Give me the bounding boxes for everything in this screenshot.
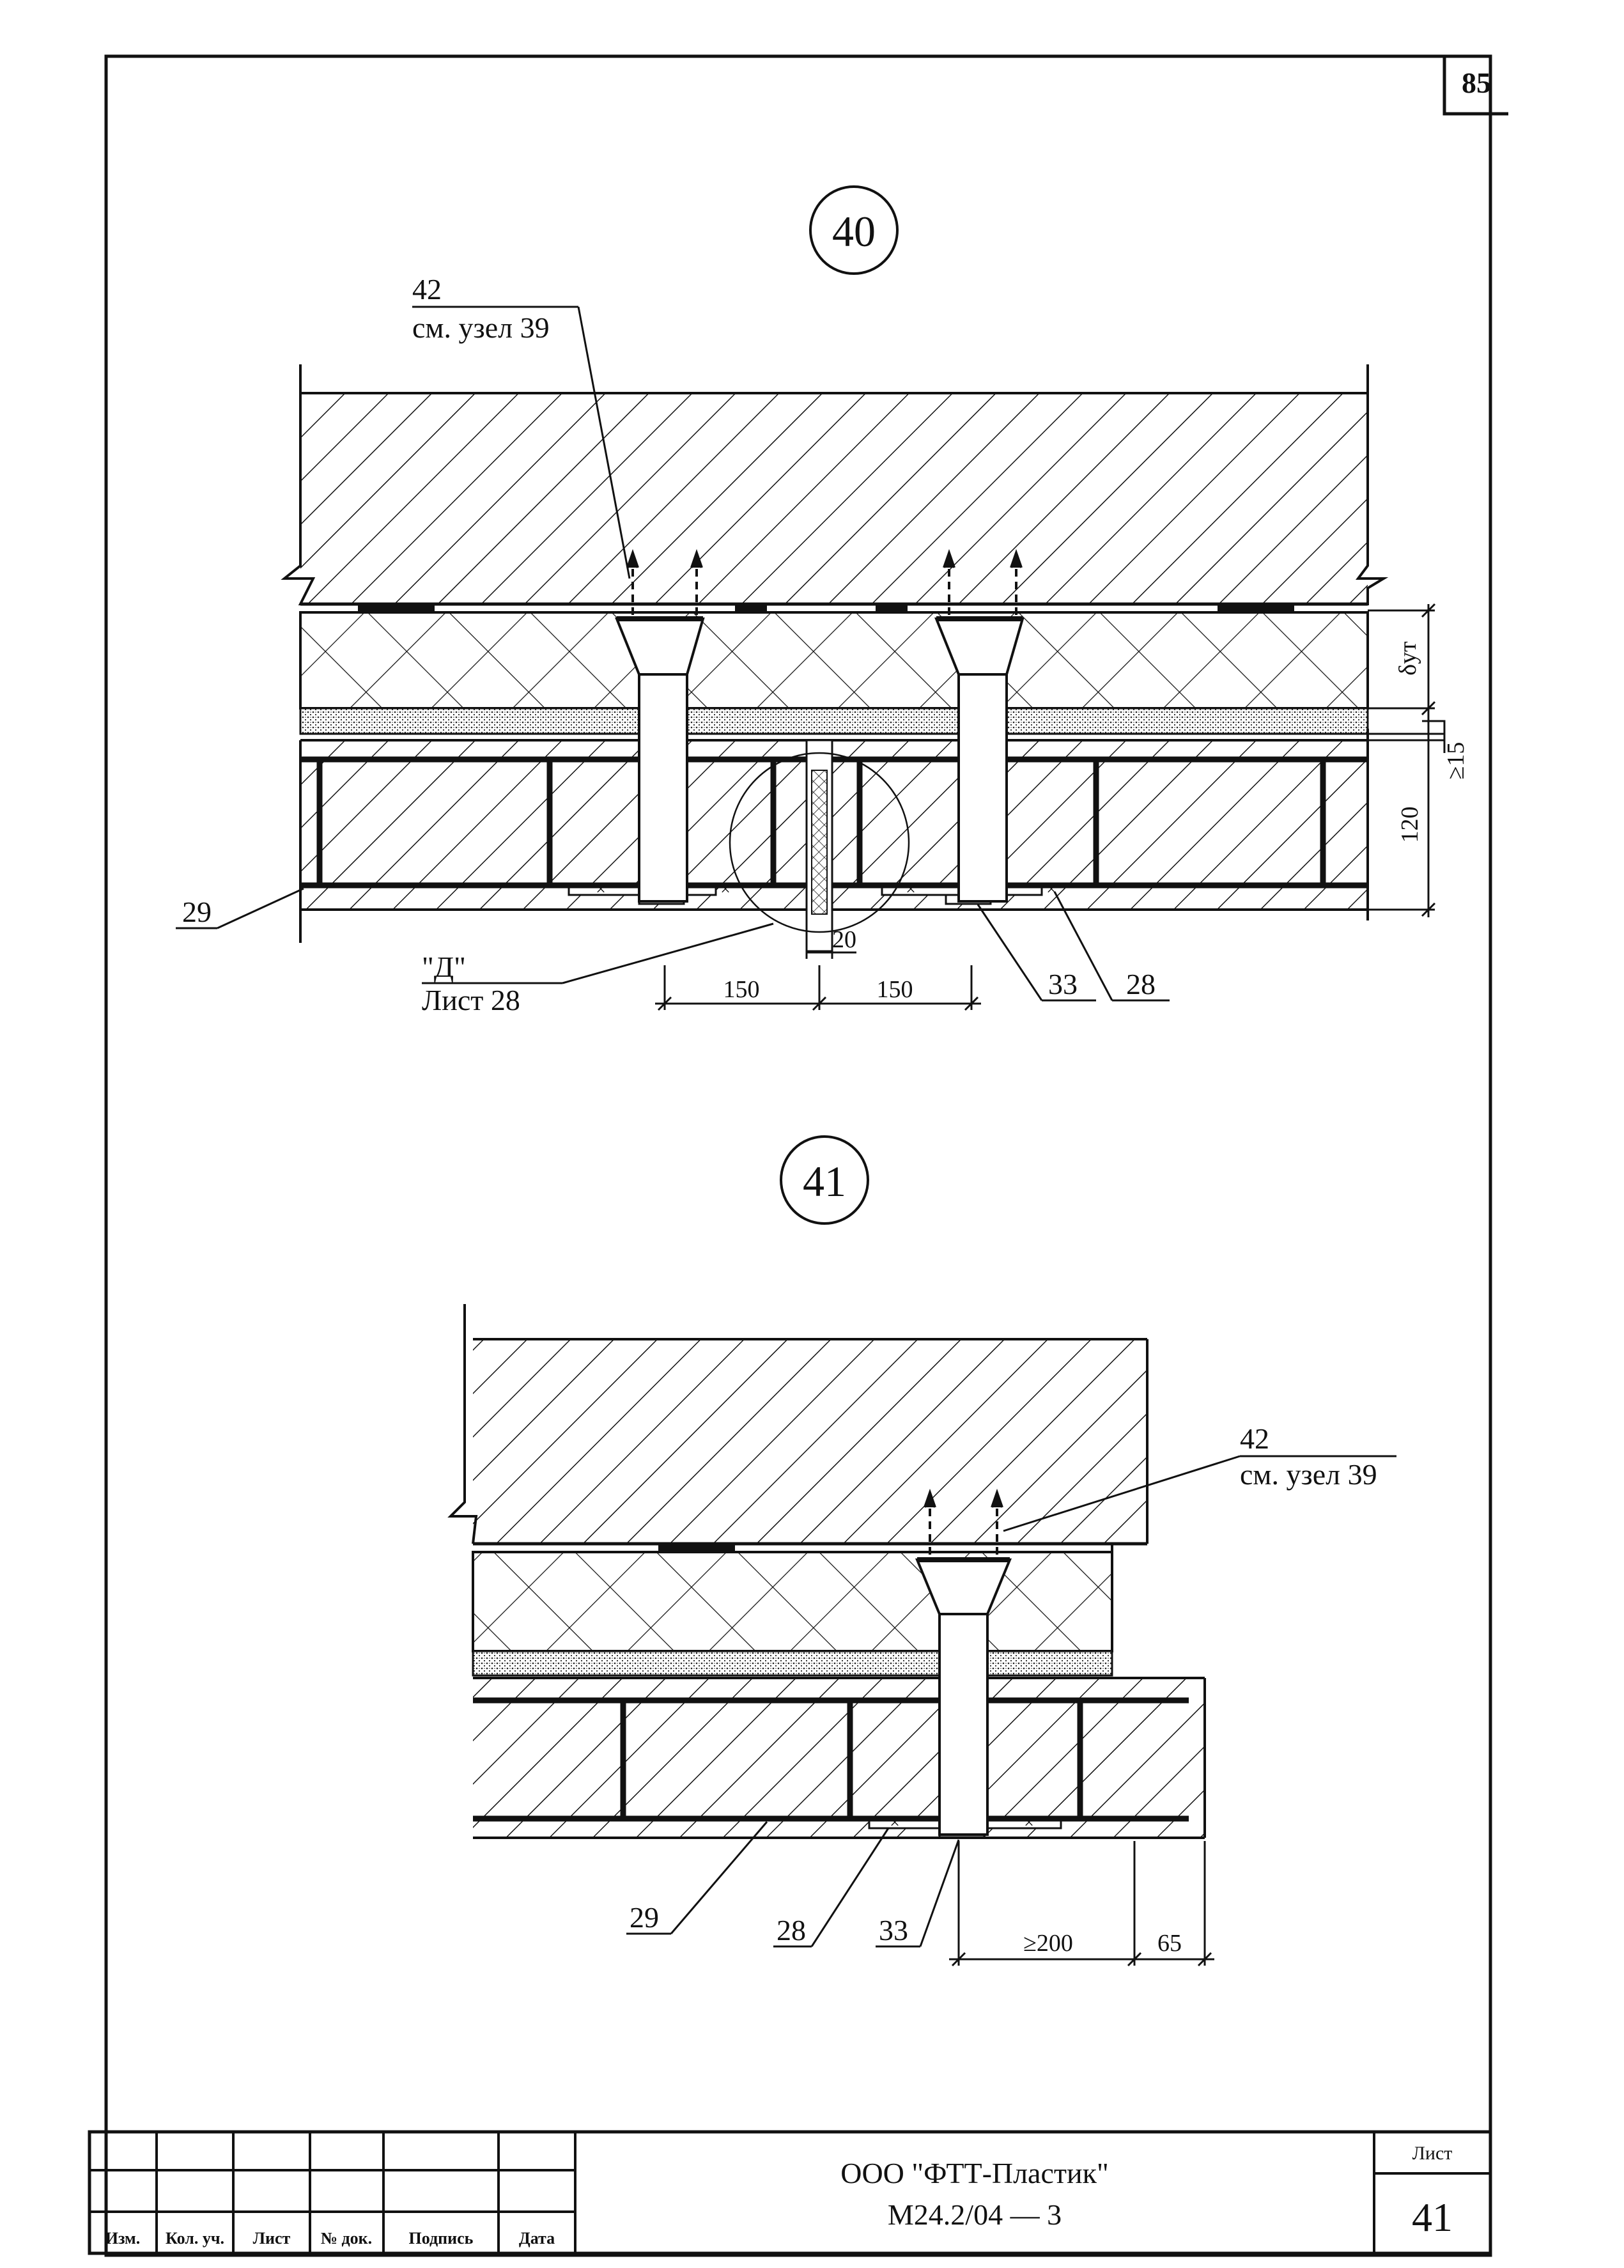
callout-33-41: 33 bbox=[879, 1914, 908, 1946]
callout-28-node40: 28 bbox=[1053, 891, 1170, 1002]
concrete-slab-top-41 bbox=[447, 1304, 1148, 1546]
detail-sheet: Лист 28 bbox=[422, 984, 520, 1016]
svg-text:×: × bbox=[596, 880, 606, 899]
callout-42-number: 42 bbox=[412, 273, 442, 306]
dim-gap: 20 bbox=[832, 926, 856, 953]
col-header-kol: Кол. уч. bbox=[166, 2229, 224, 2248]
dim-edge: 65 bbox=[1157, 1930, 1182, 1957]
sheet-frame: 85 bbox=[104, 54, 1508, 2257]
callout-29-node41: 29 bbox=[626, 1821, 768, 1935]
callout-33-node40: 33 bbox=[977, 904, 1096, 1002]
concrete-slab-top bbox=[281, 364, 1389, 606]
callout-33: 33 bbox=[1048, 968, 1078, 1000]
dowel-right bbox=[934, 548, 1025, 903]
callout-detail-d: "Д" Лист 28 bbox=[422, 922, 774, 1016]
dimensions-node41 bbox=[949, 1841, 1214, 1967]
node-40-number: 40 bbox=[832, 207, 876, 256]
dim-layer: ≥15 bbox=[1442, 742, 1469, 780]
callout-29-41: 29 bbox=[630, 1901, 659, 1934]
dim-insulation: δут bbox=[1395, 641, 1421, 676]
plaster-layer-41 bbox=[472, 1650, 1113, 1677]
callout-42-number-41: 42 bbox=[1240, 1422, 1269, 1455]
dowel-41 bbox=[915, 1488, 1012, 1836]
svg-text:×: × bbox=[1046, 880, 1056, 899]
detail-letter: "Д" bbox=[422, 951, 466, 983]
svg-text:×: × bbox=[906, 880, 916, 899]
callout-42-text: см. узел 39 bbox=[412, 311, 550, 344]
dim-slab: 120 bbox=[1396, 807, 1423, 843]
concrete-slab-bottom-41: × × bbox=[473, 1677, 1206, 1839]
col-header-sign: Подпись bbox=[409, 2229, 474, 2248]
col-header-doc: № док. bbox=[321, 2229, 372, 2248]
callout-28-node41: 28 bbox=[773, 1828, 890, 1948]
detail-d-circle bbox=[729, 752, 910, 933]
company-name: ООО "ФТТ-Пластик" bbox=[840, 2157, 1109, 2189]
node-40-marker bbox=[809, 185, 899, 275]
callout-33-node41: 33 bbox=[876, 1839, 960, 1948]
title-block: Изм. Кол. уч. Лист № док. Подпись Дата О… bbox=[88, 2130, 1492, 2255]
sheet-number: 41 bbox=[1412, 2194, 1453, 2240]
col-header-date: Дата bbox=[519, 2229, 555, 2248]
callout-29-node40: 29 bbox=[176, 887, 304, 929]
callout-42-node41: 42 см. узел 39 bbox=[1003, 1422, 1396, 1532]
col-header-list: Лист bbox=[253, 2229, 291, 2248]
sheet-label: Лист bbox=[1412, 2143, 1453, 2164]
node-41-number: 41 bbox=[803, 1157, 846, 1206]
dim-overlap: ≥200 bbox=[1023, 1930, 1073, 1957]
svg-text:×: × bbox=[720, 880, 731, 899]
document-code: М24.2/04 — 3 bbox=[888, 2198, 1062, 2231]
page-number: 85 bbox=[1462, 66, 1491, 99]
callout-28: 28 bbox=[1126, 968, 1156, 1000]
svg-text:×: × bbox=[890, 1813, 900, 1833]
svg-text:×: × bbox=[1024, 1813, 1034, 1833]
dim-left: 150 bbox=[723, 976, 760, 1003]
insulation-layer bbox=[299, 611, 1369, 710]
node-41-marker bbox=[780, 1135, 869, 1225]
dim-right: 150 bbox=[877, 976, 913, 1003]
node-40: 40 bbox=[176, 185, 1469, 1016]
callout-42-node40: 42 см. узел 39 bbox=[412, 273, 631, 579]
callout-42-text-41: см. узел 39 bbox=[1240, 1458, 1377, 1491]
node-41: 41 × bbox=[447, 1135, 1396, 1967]
callout-28-41: 28 bbox=[777, 1914, 806, 1946]
callout-29: 29 bbox=[182, 896, 212, 928]
dimensions-node40 bbox=[655, 603, 1446, 1011]
plaster-layer bbox=[299, 707, 1369, 735]
insulation-layer-41 bbox=[472, 1551, 1113, 1652]
col-header-izm: Изм. bbox=[105, 2229, 141, 2248]
dowel-left bbox=[615, 548, 705, 903]
concrete-slab-bottom: × × × × bbox=[299, 729, 1369, 952]
